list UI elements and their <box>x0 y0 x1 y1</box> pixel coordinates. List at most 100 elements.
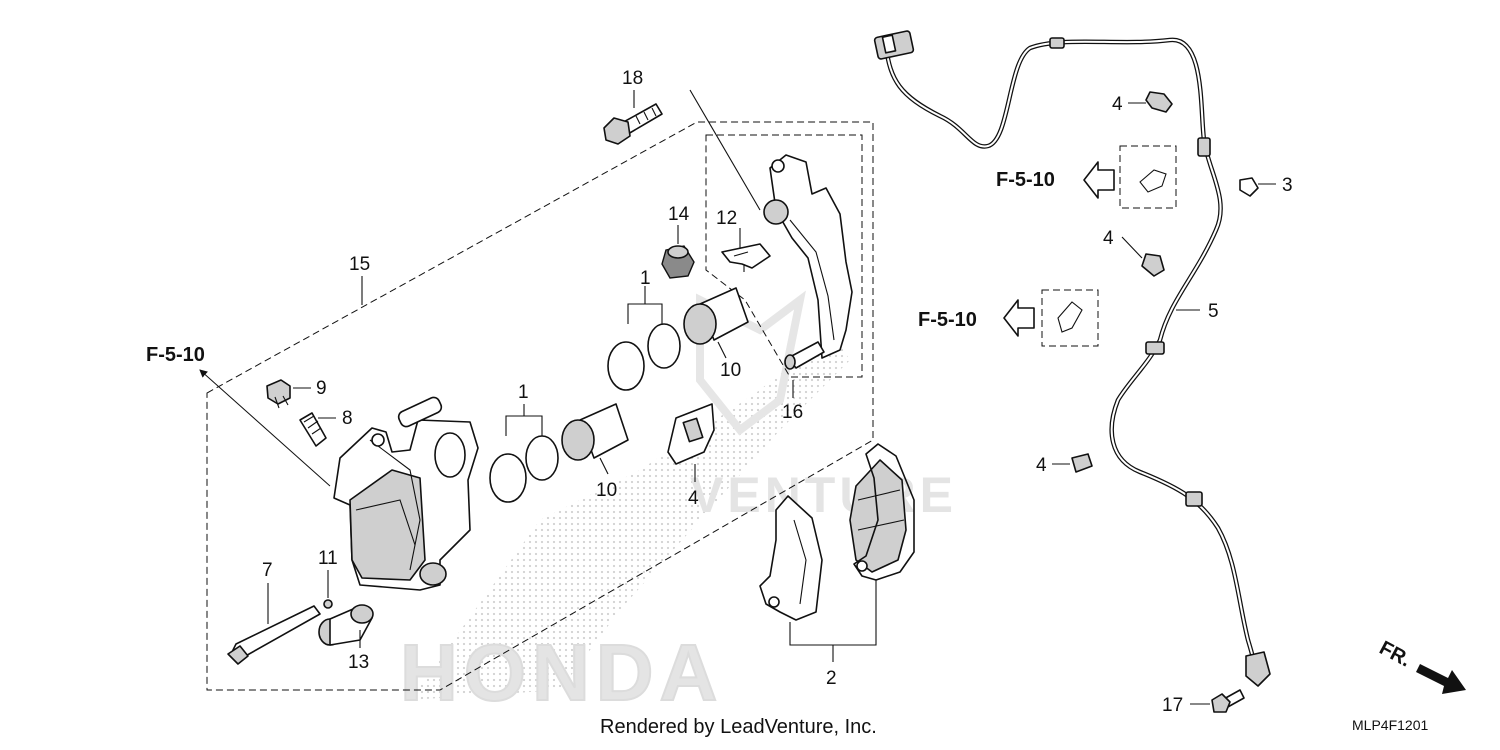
caliper-piston-bore <box>349 469 426 581</box>
callout-15: 15 <box>349 254 370 275</box>
figure-code: MLP4F1201 <box>1352 717 1429 733</box>
render-credit: Rendered by LeadVenture, Inc. <box>600 716 877 738</box>
caliper-pin-boss <box>397 396 443 428</box>
cable-clip-bottom-body <box>1071 453 1093 473</box>
cable-clip-mid-body <box>1141 253 1165 277</box>
piston-seal-set-upper[interactable] <box>607 286 681 391</box>
caliper-rib-2 <box>355 499 416 546</box>
seal-ring-lower-2 <box>525 435 559 481</box>
cable-clip-mid[interactable] <box>1121 236 1165 277</box>
caliper-lower-boss <box>419 562 447 586</box>
assembly-15-outline <box>206 121 874 691</box>
callout-14: 14 <box>668 204 690 225</box>
bracket-2 <box>789 580 877 662</box>
bracket-1-lower <box>505 404 543 436</box>
cable-grommet-top <box>1049 37 1065 49</box>
watermark-vendor-text: VENTURE <box>690 467 957 523</box>
caliper-pocket <box>434 432 466 478</box>
callout-12: 12 <box>716 208 737 229</box>
cable-grommet-mid <box>1197 137 1211 157</box>
reference-label-left[interactable]: F-5-10 <box>146 344 205 366</box>
caliper-assembly-frame <box>206 89 874 691</box>
mounting-bolt[interactable] <box>603 90 663 145</box>
callout-13: 13 <box>348 652 369 673</box>
bracket-slide-pin-tip <box>784 354 796 370</box>
bleeder-cap[interactable] <box>266 379 311 409</box>
sensor-bolt-head <box>1211 693 1231 713</box>
callout-1-upper: 1 <box>640 268 651 289</box>
front-direction-label: FR. <box>1376 637 1415 672</box>
callout-7: 7 <box>262 560 273 581</box>
cable-grommet-bottom <box>1185 491 1203 507</box>
dust-seal-top <box>667 245 689 259</box>
piston-upper-face <box>683 303 717 345</box>
callout-2: 2 <box>826 668 837 689</box>
cable-grommet-low <box>1145 341 1165 355</box>
reference-leader-left <box>199 369 331 487</box>
sensor-head <box>1245 651 1271 687</box>
cable-clip-top-body <box>1145 91 1173 113</box>
callout-5: 5 <box>1208 301 1219 322</box>
reference-upper-right[interactable]: F-5-10 <box>996 145 1177 209</box>
brake-pad-set[interactable] <box>759 443 915 662</box>
assembly-16-outline <box>705 134 863 378</box>
callout-1-lower: 1 <box>518 382 529 403</box>
cable-clip-bottom[interactable] <box>1052 453 1093 473</box>
pin-bolt-shaft <box>231 605 321 659</box>
callout-4-mid: 4 <box>1103 228 1114 249</box>
reference-arrow-upper <box>1083 161 1115 199</box>
pin-bolt[interactable] <box>227 583 321 665</box>
piston-lower[interactable] <box>561 403 629 475</box>
sensor-bolt[interactable] <box>1190 689 1245 713</box>
callout-6: 4 <box>688 488 699 509</box>
reference-label-upper[interactable]: F-5-10 <box>996 169 1055 191</box>
piston-seal-set-lower[interactable] <box>489 404 559 503</box>
bleeder-cap-body <box>266 379 291 405</box>
caliper-bracket[interactable] <box>763 154 853 370</box>
pad-retainer-slot <box>682 417 704 443</box>
watermark-brand-text: HONDA <box>400 628 723 717</box>
bracket-bolt-hole <box>763 199 789 225</box>
caliper-body[interactable] <box>333 395 479 591</box>
sensor-connector-latch <box>881 34 897 54</box>
bracket-top-hole <box>771 159 785 173</box>
reference-box-upper <box>1119 145 1177 209</box>
leader-18 <box>689 89 761 211</box>
reference-left[interactable]: F-5-10 <box>146 344 331 487</box>
pin-boot-flange <box>350 604 374 624</box>
dust-seal[interactable] <box>661 225 695 279</box>
callout-8: 8 <box>342 408 353 429</box>
bracket-1-upper <box>627 286 663 324</box>
leader-10-lower <box>599 457 609 475</box>
pad-retainer[interactable] <box>667 403 715 482</box>
caliper-bleed-boss <box>371 433 385 447</box>
cable-clip-top[interactable] <box>1128 91 1173 113</box>
pin-clip[interactable] <box>323 570 333 609</box>
pin-boot[interactable] <box>318 604 374 648</box>
bracket-inner-edge <box>789 219 835 341</box>
cable-clamp[interactable] <box>1239 177 1276 197</box>
brake-pad-inner-hole <box>768 596 780 608</box>
bleeder-screw-body <box>299 412 327 447</box>
piston-upper[interactable] <box>683 287 749 359</box>
pin-clip-ring <box>323 599 333 609</box>
watermark-chevron <box>696 290 806 436</box>
seal-ring-upper-1 <box>607 341 645 391</box>
wheel-speed-sensor-cable[interactable] <box>873 30 1271 687</box>
pin-bolt-head <box>227 645 249 665</box>
reference-box-lower-icon <box>1057 301 1083 333</box>
front-direction-indicator: FR. <box>1376 637 1466 694</box>
pad-spring[interactable] <box>721 228 771 272</box>
callout-10-lower: 10 <box>596 480 617 501</box>
watermark-wing <box>410 330 850 700</box>
callout-3: 3 <box>1282 175 1293 196</box>
cable-clamp-body <box>1239 177 1259 197</box>
brake-pad-outer-hole <box>856 560 868 572</box>
reference-lower-right[interactable]: F-5-10 <box>918 289 1099 347</box>
pad-spring-plate <box>721 243 771 269</box>
callout-10-upper: 10 <box>720 360 741 381</box>
callout-17: 17 <box>1162 695 1183 716</box>
reference-label-lower[interactable]: F-5-10 <box>918 309 977 331</box>
seal-ring-lower-1 <box>489 453 527 503</box>
bleeder-screw[interactable] <box>299 412 336 447</box>
